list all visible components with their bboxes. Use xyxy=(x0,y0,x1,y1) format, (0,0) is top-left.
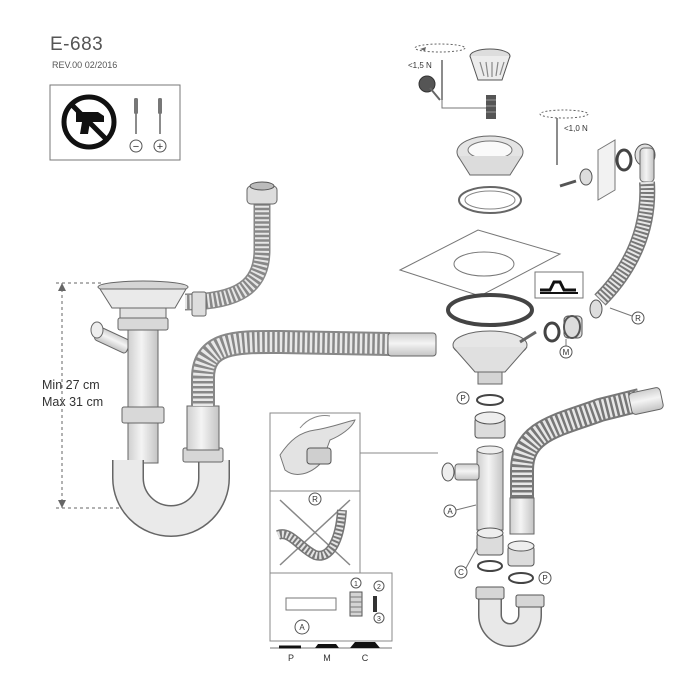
exploded-view: <1,5 N xyxy=(398,43,664,647)
svg-text:A: A xyxy=(299,623,305,632)
washer-type-p-label: P xyxy=(288,653,294,663)
svg-text:1: 1 xyxy=(354,581,358,588)
washer-type-m-label: M xyxy=(323,653,331,663)
callout-A-panel: A xyxy=(294,619,310,635)
svg-text:R: R xyxy=(635,314,641,323)
callout-C: C xyxy=(454,547,478,579)
no-power-drill-icon xyxy=(61,94,117,150)
svg-text:P: P xyxy=(460,394,465,403)
sink-plate xyxy=(398,229,562,297)
hand-icon xyxy=(279,415,356,475)
svg-text:R: R xyxy=(312,495,318,504)
u-trap xyxy=(475,586,545,647)
screwdriver-phillips-icon: + xyxy=(153,98,167,153)
step-2-badge: 2 xyxy=(373,580,385,592)
svg-text:A: A xyxy=(447,507,453,516)
callout-R-top: R xyxy=(631,311,645,325)
callout-M: M xyxy=(559,345,573,359)
tool-instruction-box: − + xyxy=(49,84,181,161)
sink-flange xyxy=(456,135,524,176)
strainer-basket-icon: <1,5 N xyxy=(408,43,511,119)
step-3-badge: 3 xyxy=(373,612,385,624)
instruction-panels: R 1 2 3 A P M C xyxy=(269,412,393,663)
plus-symbol: + xyxy=(157,141,163,153)
height-dimension-label: Min 27 cm Max 31 cm xyxy=(42,377,103,411)
overflow-torque-label: <1,0 N xyxy=(564,124,588,133)
callout-P-upper: P xyxy=(456,391,470,405)
max-height-label: Max 31 cm xyxy=(42,395,104,409)
step-1-badge: 1 xyxy=(350,577,362,589)
overflow-assembly: <1,0 N xyxy=(539,109,656,319)
callout-R-panel: R xyxy=(308,492,322,506)
svg-text:M: M xyxy=(563,348,570,357)
revision-date: REV.00 02/2016 xyxy=(52,60,118,70)
callout-P-lower: P xyxy=(538,571,552,585)
min-height-label: Min 27 cm xyxy=(42,378,100,392)
minus-symbol: − xyxy=(133,141,139,153)
callout-A: A xyxy=(443,504,477,518)
washer-type-c-label: C xyxy=(362,653,369,663)
svg-text:P: P xyxy=(542,574,547,583)
strainer-torque-label: <1,5 N xyxy=(408,61,432,70)
strainer-body xyxy=(452,330,537,385)
svg-text:C: C xyxy=(458,568,464,577)
model-number: E-683 xyxy=(50,34,104,55)
tee-piece xyxy=(441,445,504,531)
svg-text:2: 2 xyxy=(377,584,381,591)
screwdriver-flat-icon: − xyxy=(129,98,143,153)
flexible-outlet-hose xyxy=(509,387,664,535)
assembled-siphon xyxy=(56,181,437,537)
svg-text:3: 3 xyxy=(377,616,381,623)
